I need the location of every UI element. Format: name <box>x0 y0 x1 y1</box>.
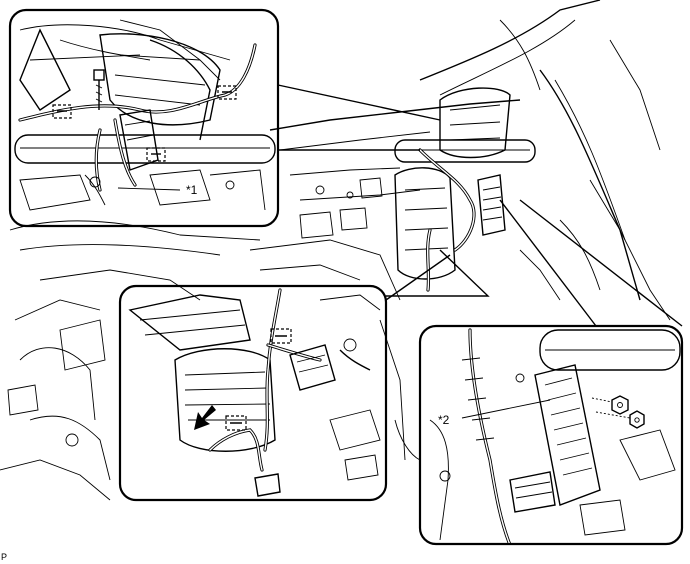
inset-leader-4 <box>386 249 490 297</box>
bolt-icon <box>93 69 105 110</box>
callout-label-2: *2 <box>438 413 450 427</box>
clip-marker-icon <box>270 328 292 344</box>
arrow-icon <box>194 405 216 430</box>
clip-marker-icon <box>225 415 247 431</box>
callout-label-1: *1 <box>186 183 198 197</box>
reference-code: P <box>1 552 7 562</box>
inset-bottom-right: *2 <box>418 324 684 546</box>
inset-leader-3 <box>385 254 451 301</box>
inset-leader-1 <box>277 84 441 121</box>
clip-marker-icon <box>217 85 237 100</box>
background-dashboard-art <box>0 0 671 501</box>
clip-marker-icon <box>52 104 72 119</box>
inset-middle <box>118 284 388 502</box>
nut-icon <box>629 410 645 429</box>
nut-icon <box>611 395 629 415</box>
inset-leader-5 <box>499 199 597 327</box>
inset-leader-6 <box>519 199 683 327</box>
clip-marker-icon <box>146 147 166 162</box>
inset-top-left: *1 <box>8 8 280 228</box>
